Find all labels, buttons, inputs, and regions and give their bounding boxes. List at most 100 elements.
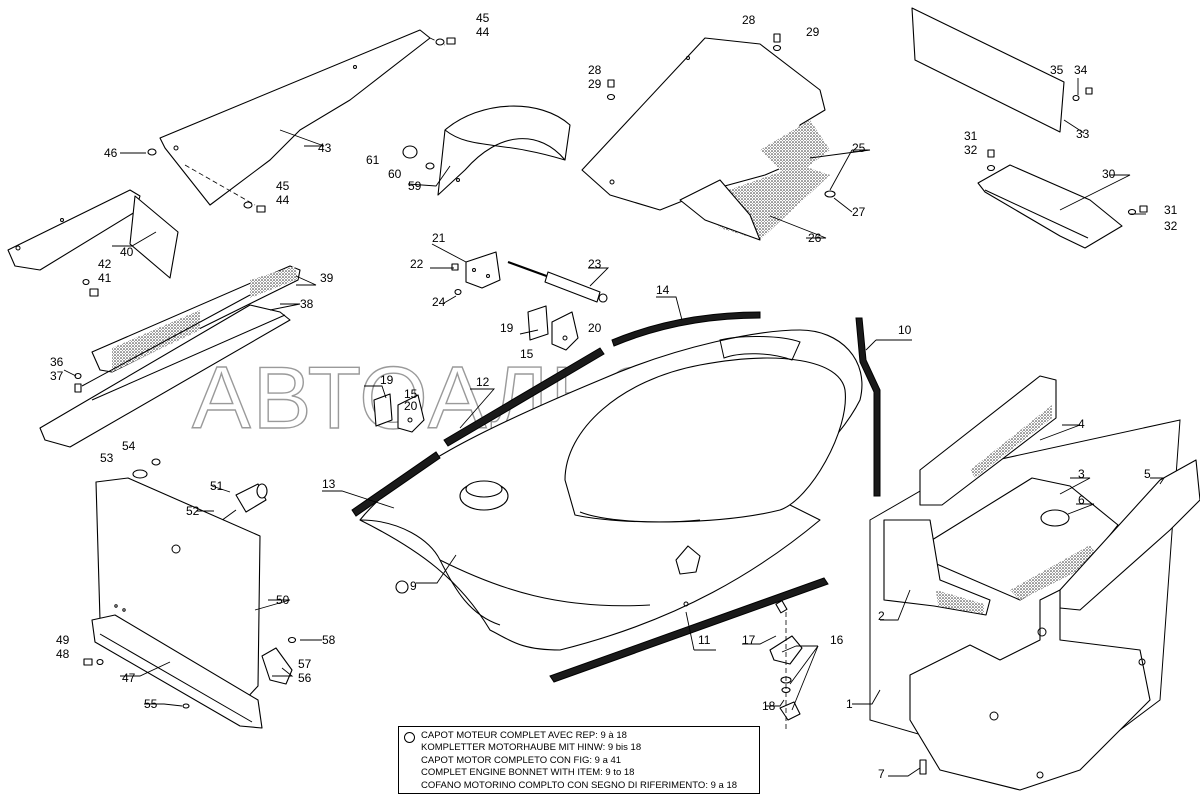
callout-26: 26 [808, 231, 822, 245]
callout-29-right: 29 [806, 25, 820, 39]
callout-6: 6 [1078, 493, 1085, 507]
part-10-seal [855, 317, 881, 497]
callout-16: 16 [830, 633, 844, 647]
part-41-42-screw [82, 278, 99, 297]
part-21-hinge [465, 251, 501, 289]
assembly-legend-box: CAPOT MOTEUR COMPLET AVEC REP: 9 à 18 KO… [398, 726, 760, 794]
callout-20-lower: 20 [404, 399, 418, 413]
callout-35: 35 [1050, 63, 1064, 77]
callout-56: 56 [298, 671, 312, 685]
part-30-plate [977, 164, 1123, 249]
callout-19-lower: 19 [380, 373, 394, 387]
part-23-gas-strut [507, 260, 608, 303]
callout-34: 34 [1074, 63, 1088, 77]
callout-13: 13 [322, 477, 336, 491]
callout-47: 47 [122, 671, 136, 685]
part-53-54-fastener [132, 458, 161, 479]
callout-12: 12 [476, 375, 490, 389]
callout-1: 1 [846, 697, 853, 711]
callout-5: 5 [1144, 467, 1151, 481]
callout-45-top: 45 [476, 11, 490, 25]
part-28-29-screws [606, 33, 782, 101]
callout-49: 49 [56, 633, 70, 647]
part-48-49-screw [83, 658, 104, 666]
part-40-bracket [7, 189, 179, 279]
callout-4: 4 [1078, 417, 1085, 431]
callout-57: 57 [298, 657, 312, 671]
callout-48: 48 [56, 647, 70, 661]
callout-19-upper: 19 [500, 321, 514, 335]
callout-14: 14 [656, 283, 670, 297]
callout-55: 55 [144, 697, 158, 711]
legend-line-en: COMPLET ENGINE BONNET WITH ITEM: 9 to 18 [421, 767, 635, 779]
callout-24: 24 [432, 295, 446, 309]
part-9-engine-bonnet [359, 329, 863, 651]
complete-assembly-circle-icon [404, 732, 415, 743]
part-22-24-screws [451, 263, 462, 296]
callout-51: 51 [210, 479, 224, 493]
part-9-marker [395, 580, 409, 594]
callout-30: 30 [1102, 167, 1116, 181]
part-43-side-panel [159, 29, 446, 206]
callout-60: 60 [388, 167, 402, 181]
part-44-45-bolt-bottom [243, 201, 266, 213]
callout-39: 39 [320, 271, 334, 285]
callout-46: 46 [104, 146, 118, 160]
callout-17: 17 [742, 633, 756, 647]
leader-lines [63, 78, 1165, 777]
callout-38: 38 [300, 297, 314, 311]
part-5-strip [1059, 459, 1200, 611]
legend-line-de: KOMPLETTER MOTORHAUBE MIT HINW: 9 bis 18 [421, 742, 642, 754]
callout-54: 54 [122, 439, 136, 453]
callout-11: 11 [698, 633, 711, 647]
part-60-61-knob [402, 145, 435, 170]
callout-40: 40 [120, 245, 134, 259]
callout-36: 36 [50, 355, 64, 369]
callout-31-left: 31 [964, 129, 978, 143]
part-36-37-screw [74, 372, 82, 393]
callout-7: 7 [878, 767, 885, 781]
part-19-20-bracket-lower [373, 393, 425, 433]
callout-2: 2 [878, 609, 885, 623]
callout-28-right: 28 [742, 13, 756, 27]
callout-31-right: 31 [1164, 203, 1178, 217]
callout-20-upper: 20 [588, 321, 602, 335]
legend-line-fr: CAPOT MOTEUR COMPLET AVEC REP: 9 à 18 [421, 730, 627, 741]
callout-53: 53 [100, 451, 114, 465]
part-31-32-screws [986, 149, 1148, 216]
callout-50: 50 [276, 593, 290, 607]
part-19-20-bracket-upper [527, 305, 579, 351]
part-14-seal [611, 311, 761, 347]
part-44-45-bolt-top [435, 37, 456, 46]
part-1-bracket [909, 589, 1151, 791]
callout-15-upper: 15 [520, 347, 534, 361]
part-25-cover-panel [581, 37, 830, 241]
callout-18: 18 [762, 699, 776, 713]
callout-33: 33 [1076, 127, 1090, 141]
callout-59: 59 [408, 179, 422, 193]
callout-10: 10 [898, 323, 912, 337]
part-7-bolt [919, 759, 927, 775]
callout-41: 41 [98, 271, 112, 285]
callout-58: 58 [322, 633, 336, 647]
part-46-washer [147, 148, 157, 156]
callout-15-lower: 15 [404, 387, 418, 401]
part-12-seal [443, 347, 605, 447]
callout-28-left: 28 [588, 63, 602, 77]
part-11-seal [549, 577, 829, 683]
part-51-52-lock [213, 483, 268, 527]
callout-27: 27 [852, 205, 866, 219]
callout-labels: 1 2 3 4 5 6 7 9 10 11 12 13 14 15 15 16 … [50, 11, 1178, 781]
callout-23: 23 [588, 257, 602, 271]
part-55-screw [182, 703, 190, 709]
legend-line-it: COFANO MOTORINO COMPLTO CON SEGNO DI RIF… [421, 779, 738, 791]
part-13-seal [351, 451, 441, 517]
callout-61: 61 [366, 153, 380, 167]
part-4-block [919, 375, 1057, 506]
callout-42: 42 [98, 257, 112, 271]
callout-32-left: 32 [964, 143, 978, 157]
part-59-cover [437, 105, 571, 196]
callout-37: 37 [50, 369, 64, 383]
callout-9: 9 [410, 579, 417, 593]
